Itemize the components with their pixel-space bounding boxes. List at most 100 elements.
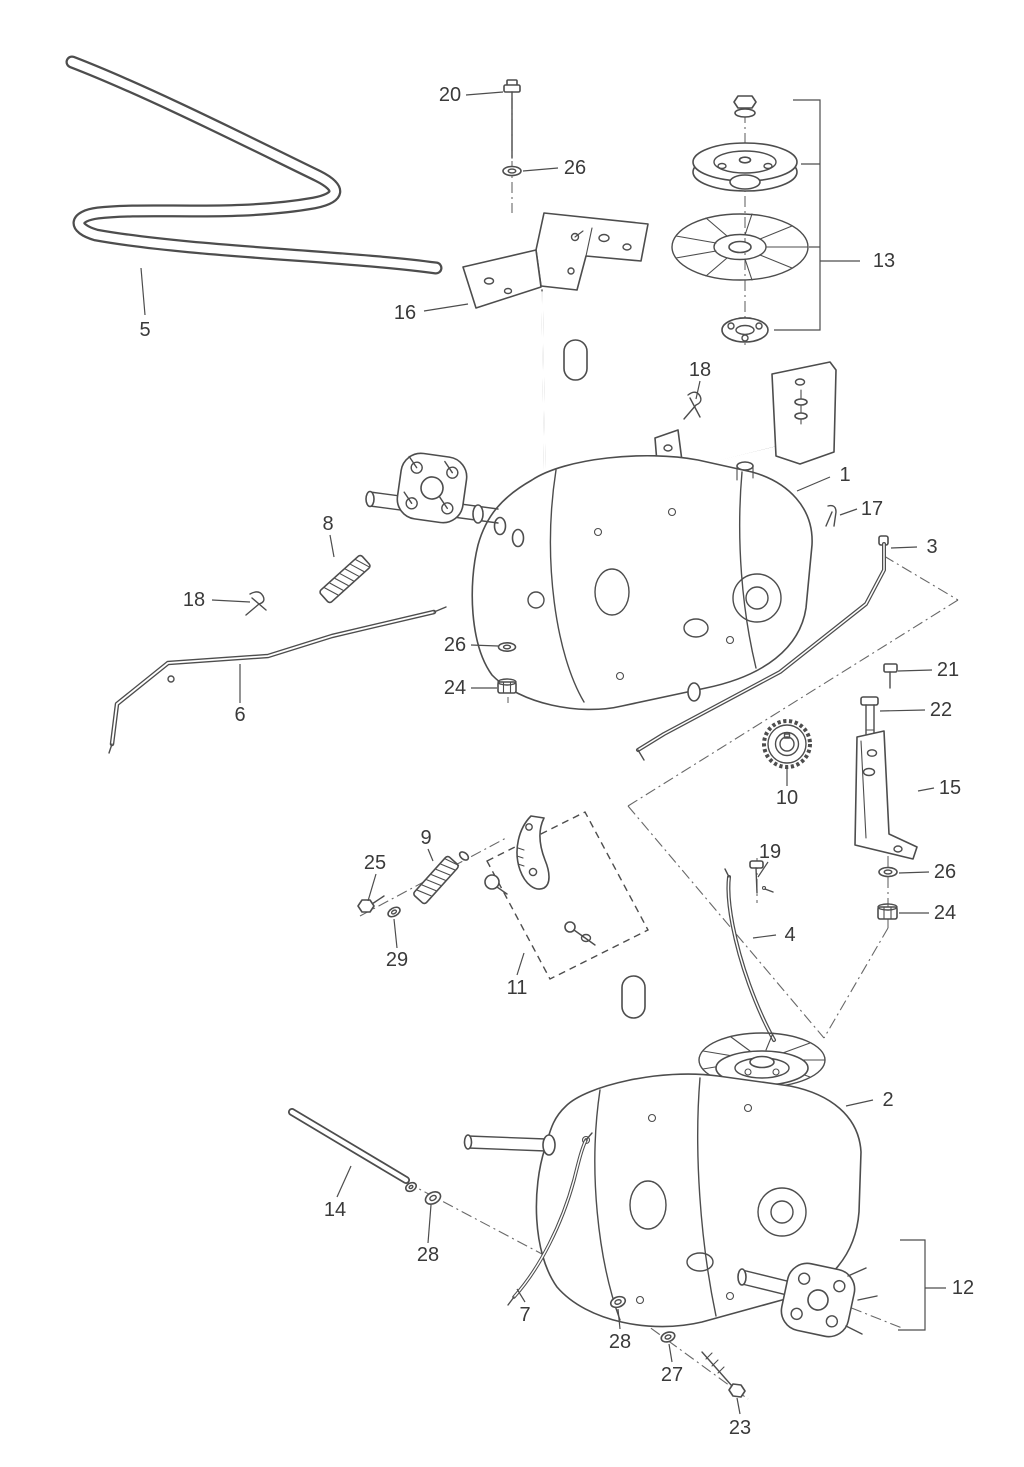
part-14-shaft (288, 1108, 410, 1184)
part-27-washer (660, 1331, 676, 1343)
leader-line (367, 873, 377, 902)
callout-label-28: 28 (417, 1244, 439, 1266)
leader-line (329, 534, 335, 558)
part-17-clip (825, 504, 837, 527)
part-26-washer-right (878, 866, 898, 878)
callout-label-3: 3 (926, 536, 937, 558)
part-26-washer-mid (497, 641, 517, 652)
callout-label-2: 2 (882, 1089, 893, 1111)
leader-line (898, 871, 930, 874)
part-21-bolt (883, 663, 898, 689)
part-4-rod (724, 868, 776, 1042)
leader-line (393, 918, 398, 949)
center-line (823, 927, 889, 1039)
part-9-spring (413, 851, 470, 905)
leader-line (752, 934, 777, 939)
callout-label-25: 25 (364, 852, 386, 874)
fan-blades (671, 213, 809, 281)
callout-label-16: 16 (394, 302, 416, 324)
leader-line (211, 599, 251, 603)
leader-line (845, 1099, 874, 1107)
callout-label-19: 19 (759, 841, 781, 863)
leader-lines (140, 91, 946, 1415)
leader-line (898, 1239, 926, 1331)
part-23-bolt (701, 1351, 746, 1398)
callout-label-28: 28 (609, 1331, 631, 1353)
callout-label-18: 18 (183, 589, 205, 611)
leader-line (839, 508, 858, 516)
callout-label-15: 15 (939, 777, 961, 799)
part-12-hub-assembly (737, 1262, 878, 1338)
part-7-rod (507, 1132, 593, 1306)
callout-label-5: 5 (139, 319, 150, 341)
center-line (627, 805, 825, 1039)
callout-label-17: 17 (861, 498, 883, 520)
callout-label-20: 20 (439, 84, 461, 106)
callout-label-26: 26 (934, 861, 956, 883)
center-line (627, 599, 959, 807)
part-16-bracket (462, 212, 649, 557)
callout-label-24: 24 (444, 677, 466, 699)
leader-line (427, 848, 434, 862)
leader-line (757, 861, 769, 878)
leader-line (427, 1204, 432, 1244)
part-20-bolt (503, 79, 521, 159)
part-25-bolt (357, 895, 385, 913)
part-26-washer-top (502, 165, 522, 177)
callout-label-26: 26 (444, 634, 466, 656)
center-line (883, 555, 959, 601)
leader-line (917, 787, 935, 792)
leader-line (736, 1397, 741, 1415)
callout-label-29: 29 (386, 949, 408, 971)
leader-line (617, 1308, 621, 1330)
part-3-rod (636, 535, 889, 761)
part-10-sprocket (762, 719, 812, 769)
callout-label-11: 11 (507, 977, 528, 999)
leader-line (668, 1343, 673, 1363)
callout-label-18: 18 (689, 359, 711, 381)
part-15-bracket (854, 730, 918, 860)
leader-line (465, 91, 504, 96)
leader-line (695, 380, 701, 400)
part-24-nut-mid (497, 678, 517, 694)
callout-label-27: 27 (661, 1364, 683, 1386)
part-18-cotter-pin-top (683, 391, 702, 420)
callout-label-12: 12 (952, 1277, 974, 1299)
leader-line (140, 267, 146, 316)
callout-label-9: 9 (420, 827, 431, 849)
callout-label-6: 6 (234, 704, 245, 726)
callout-label-10: 10 (776, 787, 798, 809)
part-11-pawl-kit (484, 811, 649, 980)
leader-line (516, 1288, 526, 1303)
part-19-clevis-pin (749, 860, 774, 894)
part-13-fan-pulley-assembly (671, 95, 809, 343)
part-8-spring (319, 554, 371, 604)
part-2-transaxle-lower (463, 975, 862, 1328)
leader-line (879, 709, 926, 712)
leader-line (774, 99, 821, 331)
leader-line (897, 669, 933, 672)
callout-label-8: 8 (322, 513, 333, 535)
part-6-rod (108, 606, 447, 754)
leader-line (522, 167, 559, 172)
callout-label-1: 1 (839, 464, 850, 486)
shift-knob (563, 339, 588, 381)
part-24-nut-right (877, 903, 898, 920)
part-28-washer-bottom (609, 1295, 627, 1309)
part-1-transaxle-upper (365, 339, 837, 711)
part-18-cotter-pin-left (245, 591, 267, 616)
callout-label-22: 22 (930, 699, 952, 721)
shift-knob (621, 975, 646, 1019)
callout-label-21: 21 (937, 659, 959, 681)
leader-line (890, 546, 918, 549)
callout-label-23: 23 (729, 1417, 751, 1439)
leader-line (796, 476, 831, 492)
callout-label-4: 4 (784, 924, 795, 946)
leader-line (470, 644, 499, 647)
axle-flange (396, 452, 468, 524)
callout-label-13: 13 (873, 250, 895, 272)
nut-icon (733, 95, 757, 109)
